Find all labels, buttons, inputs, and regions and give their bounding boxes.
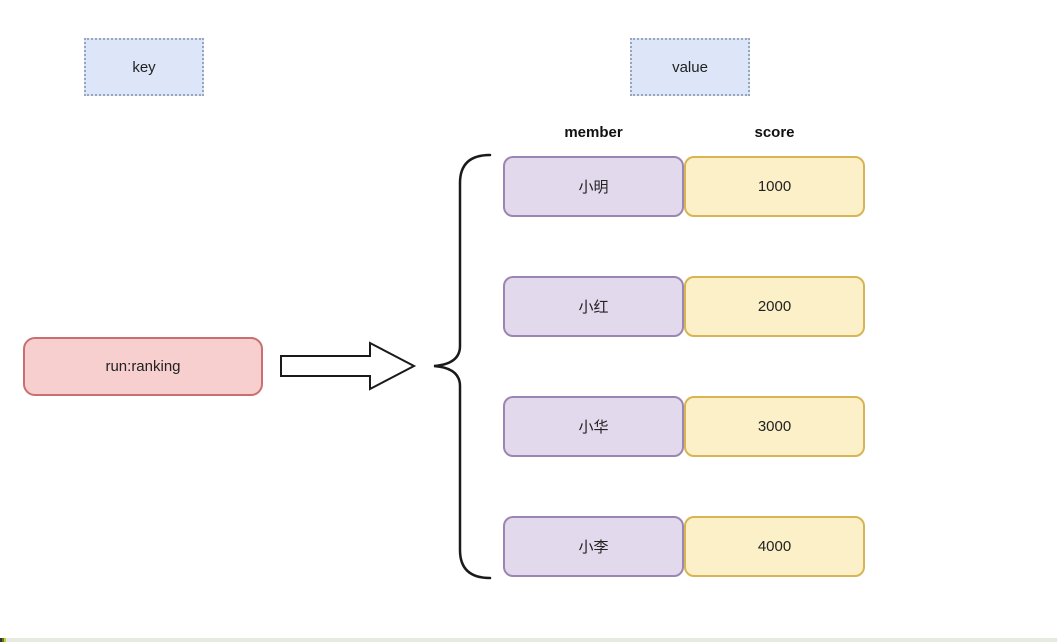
key-node-box: run:ranking — [23, 337, 263, 396]
right-block-arrow-icon — [280, 341, 417, 391]
member-column-header: member — [564, 124, 623, 141]
score-label: 1000 — [757, 178, 792, 195]
score-label: 2000 — [757, 298, 792, 315]
value-legend-label: value — [672, 58, 708, 76]
value-legend-box: value — [630, 38, 750, 96]
score-box: 1000 — [684, 156, 865, 217]
score-box: 3000 — [684, 396, 865, 457]
score-box: 2000 — [684, 276, 865, 337]
member-label: 小红 — [578, 299, 609, 316]
score-column-header: score — [754, 124, 795, 141]
member-label: 小华 — [578, 419, 609, 436]
member-box: 小李 — [503, 516, 684, 577]
member-label: 小李 — [578, 539, 609, 556]
score-label: 4000 — [757, 538, 792, 555]
bottom-edge-bar — [0, 638, 1057, 642]
member-box: 小红 — [503, 276, 684, 337]
score-label: 3000 — [757, 418, 792, 435]
member-box: 小华 — [503, 396, 684, 457]
left-curly-brace-icon — [433, 153, 492, 580]
score-box: 4000 — [684, 516, 865, 577]
member-box: 小明 — [503, 156, 684, 217]
key-legend-label: key — [132, 58, 156, 76]
key-legend-box: key — [84, 38, 204, 96]
bottom-left-artifact-dot — [0, 638, 6, 642]
key-node-label: run:ranking — [105, 358, 181, 375]
member-label: 小明 — [578, 179, 609, 196]
